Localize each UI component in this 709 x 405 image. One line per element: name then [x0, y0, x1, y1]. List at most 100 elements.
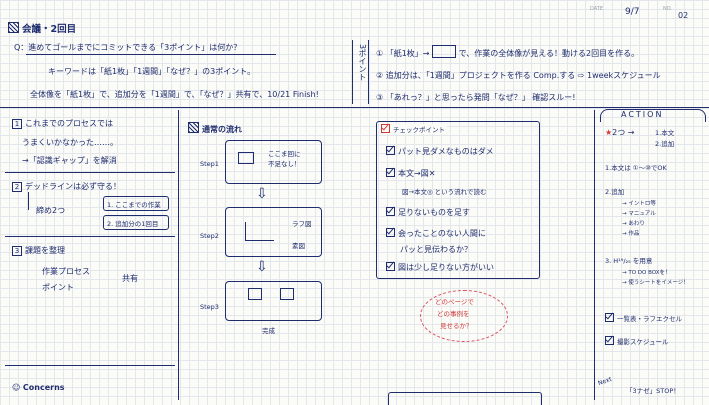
document-icon	[248, 288, 262, 300]
number-label: NO.	[663, 6, 673, 12]
header-title: 会議・2回目	[8, 21, 76, 35]
action-header-frame	[600, 109, 706, 122]
highlight-bubble	[420, 290, 508, 342]
left-item-3-sub2: ポイント	[42, 283, 74, 292]
action-item-3-subs: → TO DO BOXを！ → 使うシートをイメージ！	[622, 268, 689, 288]
star-icon: ★	[605, 128, 613, 137]
left-separator-3	[5, 365, 175, 366]
action-star-sub2: 2.追加	[655, 140, 675, 148]
checkpoint-5: 図は少し足りない方がいい	[386, 262, 494, 273]
left-item-1-sub2: →「認識ギャップ」を解消	[22, 156, 117, 165]
branch-2: 2. 追加分の1回目	[107, 220, 159, 228]
check-icon	[386, 168, 395, 177]
sheet-icon	[432, 45, 457, 58]
hatch-square-icon	[188, 122, 199, 133]
checkpoint-1: パット見ダメなものはダメ	[386, 146, 494, 157]
action-item-1: 1.本文は ①〜⑩でOK	[605, 164, 667, 172]
action-star-sub1: 1.本文	[655, 129, 675, 137]
column-divider-3	[594, 110, 596, 400]
check-icon	[386, 228, 395, 237]
people-icon: ☺	[12, 383, 21, 392]
step-2-label: Step2	[200, 232, 219, 240]
date-value: 9/7	[625, 7, 640, 17]
action-item-3-sub1: → TO DO BOXを！	[622, 270, 671, 276]
left-bracket	[28, 192, 29, 210]
header-question: Q：進めてゴールまでにコミットできる「3ポイント」は何か？	[14, 43, 242, 52]
step-1-note1: ここま回に	[268, 150, 301, 158]
hatch-square-icon	[8, 22, 19, 33]
action-check-2: 撮影スケジュール	[605, 336, 669, 346]
checkpoint-4: 会ったことのない人間に	[386, 228, 486, 239]
action-item-3-sub2: → 使うシートをイメージ！	[622, 280, 689, 286]
side-tag: 3ポイント	[358, 44, 367, 82]
step-1-box	[225, 140, 322, 184]
checkpoint-title: チェックポイント	[379, 124, 447, 134]
branch-box-1	[103, 196, 169, 211]
checkpoint-2: 本文→図✕	[386, 168, 435, 179]
step-2-box	[225, 207, 322, 257]
step-3-label: Step3	[200, 303, 219, 311]
header-divider-right	[368, 40, 369, 104]
checkpoint-3: 足りないものを足す	[386, 207, 470, 218]
step-3-box	[225, 281, 322, 321]
action-sub-item: → マニュアル	[622, 211, 656, 217]
header-divider-left	[352, 40, 353, 104]
check-icon	[386, 207, 395, 216]
left-separator-2	[5, 236, 175, 237]
checkpoint-box	[376, 121, 540, 279]
action-item-2: 2.追加	[605, 188, 625, 196]
down-arrow-icon: ⇩	[256, 186, 268, 202]
action-sub-item: → あわり	[622, 221, 645, 227]
action-item-3: 3. H¹⁹/₂₅ を用意	[605, 257, 653, 265]
bottom-box	[388, 392, 542, 405]
action-sub-item: → イントロ等	[622, 201, 656, 207]
document-icon	[280, 288, 294, 300]
steps-diagram-icon	[245, 222, 274, 241]
book-icon	[238, 152, 254, 164]
left-separator-1	[5, 172, 175, 173]
header-separator	[0, 107, 709, 109]
column-divider-1	[178, 110, 180, 400]
question-underline	[26, 54, 276, 55]
left-item-1-sub1: うまくいかなかった……。	[22, 138, 118, 147]
check-icon	[605, 336, 614, 345]
bubble-line-1: どのページで	[435, 298, 474, 306]
left-item-3-sub1: 作業プロセス	[42, 267, 90, 276]
summary-line: 全体像を「紙1枚」で、追加分を「1週間」で、「なぜ？」共有で、10/21 Fin…	[30, 90, 319, 99]
concerns-label: ☺ Concerns	[12, 383, 65, 392]
flow-title: 通常の流れ	[188, 122, 242, 135]
check-icon	[386, 146, 395, 155]
bubble-line-3: 見せるか？	[440, 322, 473, 330]
action-sub-list: → イントロ等 → マニュアル → あわり → 作品	[622, 199, 656, 239]
step-2-note2: 素図	[292, 242, 305, 250]
bubble-line-2: どの事例を	[437, 310, 470, 318]
branch-1: 1. ここまでの作業	[107, 201, 161, 209]
step-3-note1: 完成	[262, 327, 275, 335]
action-sub-item: → 作品	[622, 231, 640, 237]
point-3: ③ 「あれっ？」と思ったら発問「なぜ？」 確認スルー!	[376, 93, 576, 102]
branch-box-2	[103, 215, 169, 230]
point-1: ① 「紙1枚」→ で、作業の全体像が見える！動ける2回目を作る。	[376, 45, 706, 59]
left-item-2-sub1: 締め2つ	[36, 206, 66, 215]
next-label: Next	[597, 375, 613, 388]
number-value: 02	[678, 11, 689, 20]
check-icon	[386, 262, 395, 271]
checkpoint-2-detail: 図→本文◎ という流れで読む	[402, 188, 487, 196]
step-1-note2: 不足なし！	[268, 160, 301, 168]
check-icon	[381, 124, 390, 133]
action-star: ★2つ →	[605, 128, 635, 137]
action-check-1: 一覧表・ラフエクセル	[605, 313, 682, 323]
next-text: 「3ナゼ」STOP！	[626, 387, 680, 395]
down-arrow-icon: ⇩	[256, 259, 268, 275]
step-2-note1: ラフ図	[292, 220, 312, 228]
date-label: DATE	[590, 6, 604, 12]
action-title: ACTION	[621, 110, 664, 119]
step-1-label: Step1	[200, 160, 219, 168]
point-2: ② 追加分は、「1週間」プロジェクトを作る Comp.する ⇨ 1weekスケジ…	[376, 71, 661, 80]
left-item-3-shared: 共有	[122, 274, 138, 283]
keyword-line: キーワードは「紙1枚」「1週間」「なぜ？」の3ポイント。	[48, 67, 256, 76]
check-icon	[605, 313, 614, 322]
